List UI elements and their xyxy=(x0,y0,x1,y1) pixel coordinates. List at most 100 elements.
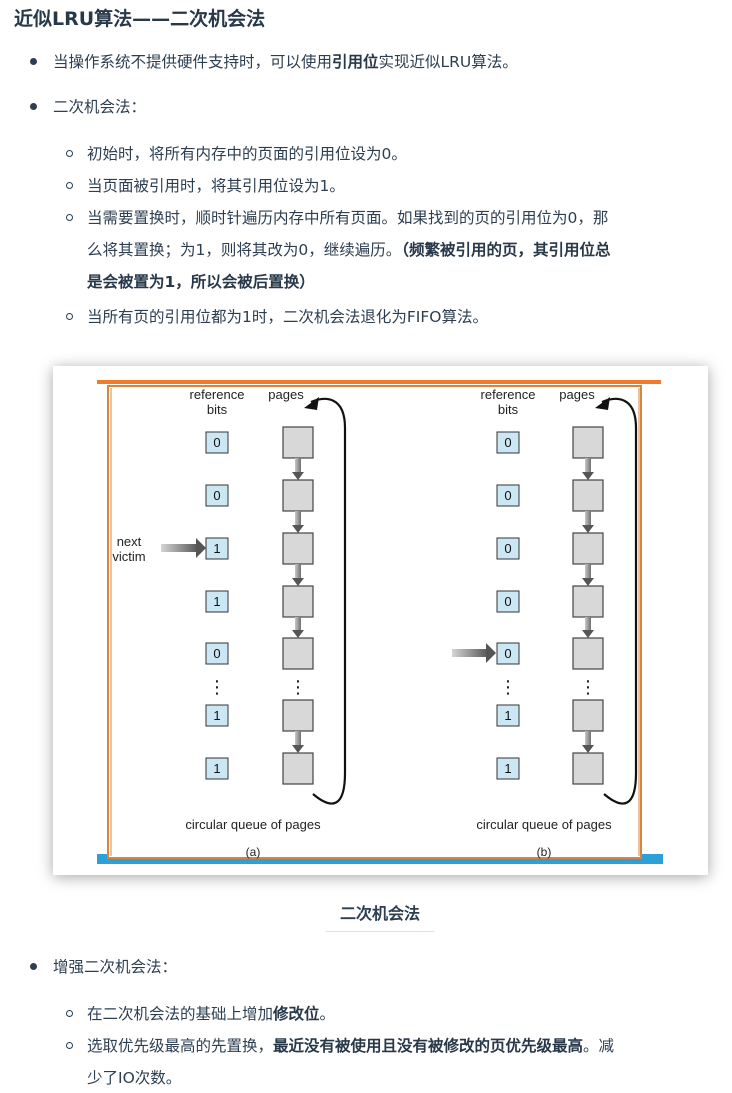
figure-caption: 二次机会法 xyxy=(326,900,434,932)
panel-label-a: (a) xyxy=(246,845,261,859)
page-link-arrow xyxy=(582,458,594,480)
item-text: 在二次机会法的基础上增加 xyxy=(87,1005,274,1023)
second-chance-diagram: reference bits pages 0 0 1 1 0 ⋮ 1 1 ⋮ next vic… xyxy=(97,380,663,864)
bold-term-reference-bit: 引用位 xyxy=(332,53,379,71)
reference-bit-value: 0 xyxy=(504,435,511,450)
bullet-circle xyxy=(66,150,73,157)
bullet-circle xyxy=(66,182,73,189)
reference-bit-box: 1 xyxy=(205,757,229,780)
item-enhanced-second-chance-label: 增强二次机会法： xyxy=(53,958,178,976)
bold-priority: 最近没有被使用且没有被修改的页优先级最高 xyxy=(273,1037,584,1055)
reference-bit-value: 0 xyxy=(504,488,511,503)
reference-bit-value: 0 xyxy=(504,541,511,556)
circular-return-arrow xyxy=(601,397,638,805)
bold-note: （频繁被引用的页，其引用位总 xyxy=(401,241,611,259)
return-arrowhead xyxy=(304,397,319,410)
subitem-replace-line1: 当需要置换时，顺时针遍历内存中所有页面。如果找到的页的引用位为0，那 xyxy=(87,209,609,227)
page-link-arrow xyxy=(292,458,304,480)
page-frame xyxy=(572,752,604,785)
frame-top-bar xyxy=(97,380,661,384)
bullet-dot xyxy=(30,58,37,65)
next-victim-arrow xyxy=(161,538,206,558)
page-frame xyxy=(572,479,604,512)
page-link-arrow xyxy=(292,564,304,586)
item-text: 么将其置换；为1，则将其改为0，继续遍历。 xyxy=(87,241,402,259)
reference-bit-box: 1 xyxy=(205,590,229,613)
bullet-circle xyxy=(66,313,73,320)
queue-caption-a: circular queue of pages xyxy=(185,817,321,832)
item-operating-system-reference-bit: 当操作系统不提供硬件支持时，可以使用引用位实现近似LRU算法。 xyxy=(53,50,518,72)
bold-note: 是会被置为1，所以会被后置换） xyxy=(87,273,315,291)
reference-bit-value: 0 xyxy=(504,594,511,609)
next-victim-arrow xyxy=(452,643,496,663)
reference-bit-box: 1 xyxy=(496,704,520,727)
figure-second-chance: reference bits pages 0 0 1 1 0 ⋮ 1 1 ⋮ next vic… xyxy=(53,366,708,875)
page-ellipsis: ⋮ xyxy=(289,677,307,697)
item-text: 。减 xyxy=(583,1037,615,1055)
page-link-arrow xyxy=(582,731,594,753)
reference-bit-box: 0 xyxy=(205,431,229,454)
reference-bit-value: 0 xyxy=(213,646,220,661)
col-pages-label: pages xyxy=(268,387,304,402)
page-link-arrow xyxy=(292,731,304,753)
page-link-arrow xyxy=(582,511,594,533)
pages-a: ⋮ xyxy=(282,426,314,785)
page-link-arrow xyxy=(292,511,304,533)
reference-bit-box: 1 xyxy=(496,757,520,780)
reference-bit-value: 1 xyxy=(504,761,511,776)
bold-term-modify-bit: 修改位 xyxy=(273,1005,320,1023)
page-frame xyxy=(282,699,314,732)
bullet-circle xyxy=(66,1010,73,1017)
reference-bit-box: 0 xyxy=(496,642,520,665)
item-second-chance-label: 二次机会法： xyxy=(53,98,147,116)
item-text: 当操作系统不提供硬件支持时，可以使用 xyxy=(53,53,333,71)
next-victim-label-line2: victim xyxy=(112,549,145,564)
reference-bit-value: 0 xyxy=(504,646,511,661)
page-ellipsis: ⋮ xyxy=(579,677,597,697)
subitem-modify-bit: 在二次机会法的基础上增加修改位。 xyxy=(87,1002,335,1024)
col-bits-label: bits xyxy=(207,402,228,417)
reference-bit-value: 0 xyxy=(213,435,220,450)
reference-bit-box: 0 xyxy=(496,484,520,507)
page-frame xyxy=(572,699,604,732)
bullet-dot xyxy=(30,103,37,110)
reference-bit-box: 0 xyxy=(205,484,229,507)
pages-b: ⋮ xyxy=(572,426,604,785)
page-frame xyxy=(282,479,314,512)
page-link-arrow xyxy=(582,564,594,586)
reference-bit-value: 0 xyxy=(213,488,220,503)
bullet-dot xyxy=(30,963,37,970)
page-link-arrow xyxy=(582,617,594,638)
col-reference-label: reference xyxy=(481,387,536,402)
page-frame xyxy=(282,637,314,670)
circular-return-arrow xyxy=(310,397,347,805)
item-text: 。 xyxy=(319,1005,336,1023)
subitem-fifo: 当所有页的引用位都为1时，二次机会法退化为FIFO算法。 xyxy=(87,308,488,326)
subitem-replace-line3: 是会被置为1，所以会被后置换） xyxy=(87,270,315,292)
page-frame xyxy=(572,426,604,459)
frame-border xyxy=(107,385,642,859)
page-frame xyxy=(282,426,314,459)
reference-bit-value: 1 xyxy=(213,541,220,556)
page-frame xyxy=(282,585,314,618)
subitem-initial: 初始时，将所有内存中的页面的引用位设为0。 xyxy=(87,145,407,163)
subitem-referenced: 当页面被引用时，将其引用位设为1。 xyxy=(87,177,345,195)
panel-label-b: (b) xyxy=(537,845,552,859)
col-reference-label: reference xyxy=(190,387,245,402)
subitem-priority-line1: 选取优先级最高的先置换，最近没有被使用且没有被修改的页优先级最高。减 xyxy=(87,1034,614,1056)
bullet-circle xyxy=(66,214,73,221)
reference-bit-box: 0 xyxy=(496,431,520,454)
page-frame xyxy=(572,585,604,618)
page-frame xyxy=(572,532,604,565)
reference-bit-value: 1 xyxy=(213,761,220,776)
reference-bit-box: 0 xyxy=(496,590,520,613)
col-pages-label: pages xyxy=(559,387,595,402)
queue-caption-b: circular queue of pages xyxy=(476,817,612,832)
next-victim-label-line1: next xyxy=(117,534,142,549)
return-arrowhead xyxy=(595,397,610,410)
bit-ellipsis: ⋮ xyxy=(208,677,226,697)
reference-bit-box: 0 xyxy=(496,537,520,560)
